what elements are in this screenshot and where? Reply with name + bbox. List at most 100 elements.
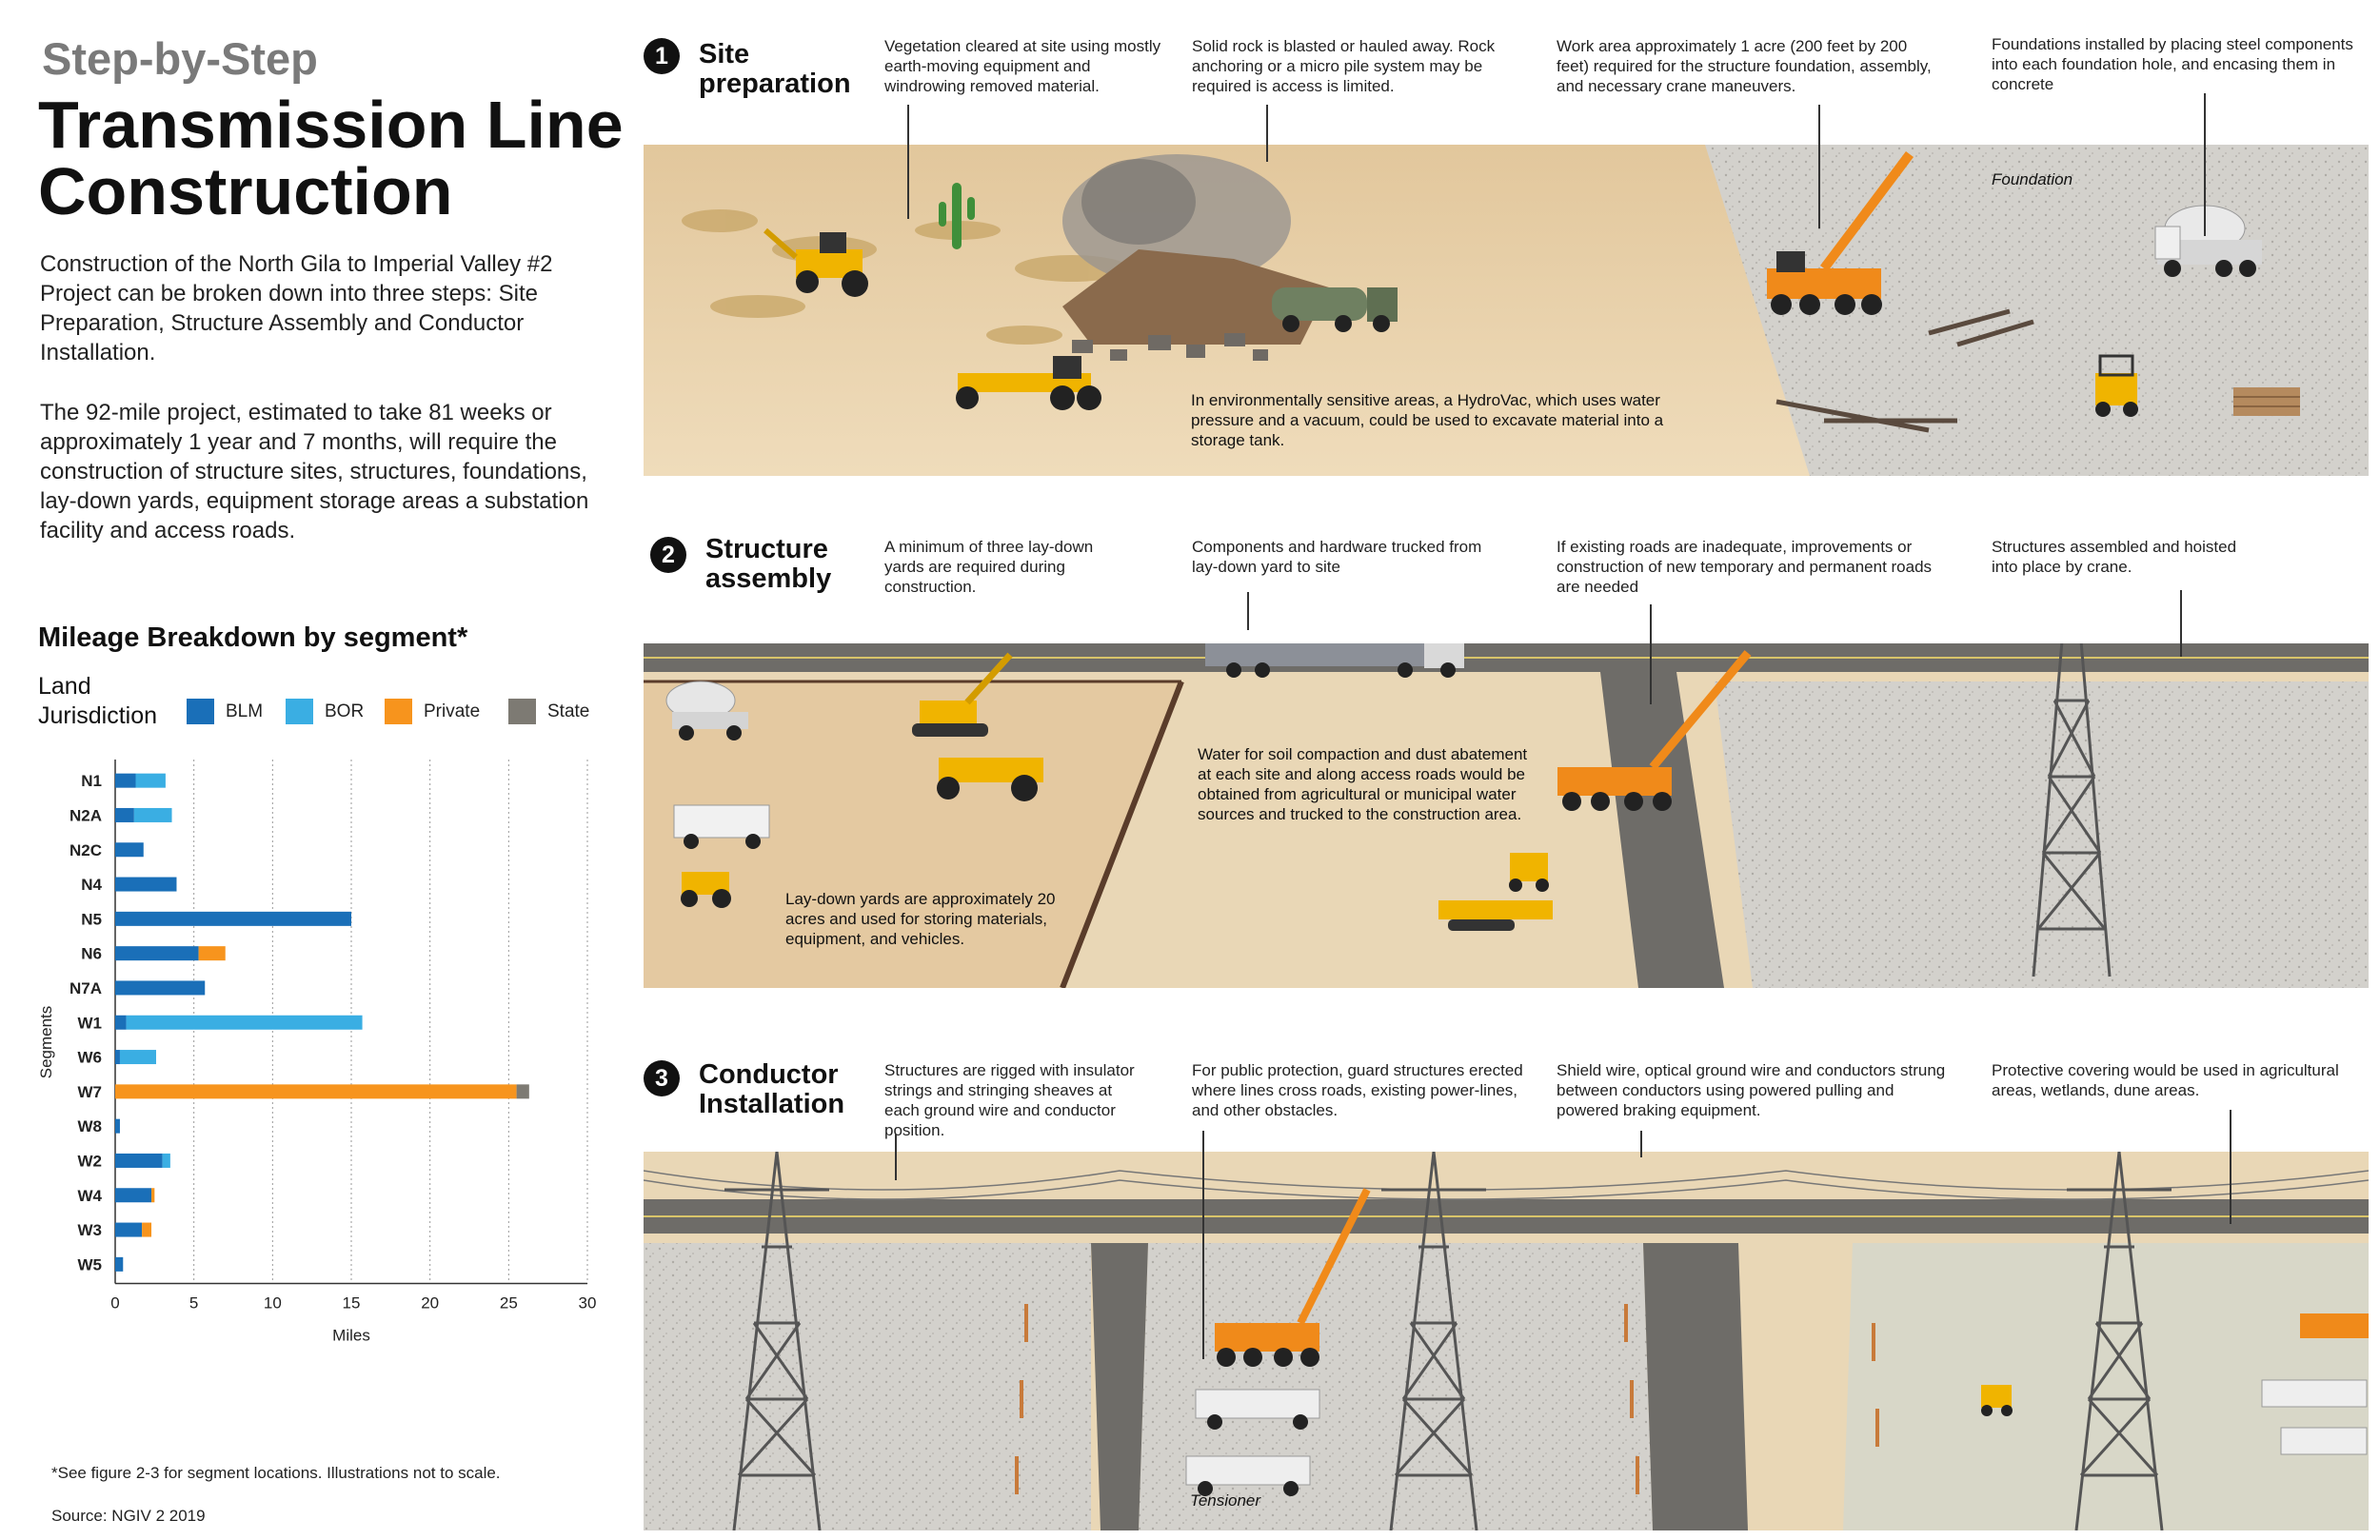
category-label: W3 [78, 1221, 103, 1239]
backhoe-icon [681, 872, 731, 908]
mobile-crane-icon [1557, 650, 1752, 811]
footnote: *See figure 2-3 for segment locations. I… [51, 1464, 501, 1482]
legend-item-private: Private [385, 699, 480, 724]
access-road [1091, 1243, 1148, 1530]
step-3-callout-2: For public protection, guard structures … [1192, 1061, 1523, 1119]
bar-private [142, 1222, 152, 1237]
intro-paragraph-2: The 92-mile project, estimated to take 8… [40, 400, 589, 543]
bar-blm [115, 1118, 120, 1134]
bar-blm [115, 773, 136, 788]
legend-swatch-blm [187, 699, 214, 724]
bar-private [151, 1188, 155, 1203]
motor-grader-icon [956, 356, 1101, 410]
x-tick-label: 10 [264, 1294, 282, 1313]
step-2-callout-1: A minimum of three lay-down yards are re… [884, 538, 1094, 596]
structure-assembly-scene [644, 643, 2369, 988]
hydrovac-truck-icon [1272, 287, 1398, 332]
bar-blm [115, 1015, 127, 1030]
bar-blm [115, 980, 206, 996]
leader-line [1247, 592, 1249, 630]
x-tick-label: 5 [189, 1294, 198, 1313]
cactus-icon [939, 183, 975, 249]
step-1-callout-1: Vegetation cleared at site using mostly … [884, 37, 1161, 95]
leader-line [895, 1135, 897, 1180]
guard-structure-posts [1015, 1304, 1879, 1494]
step-2-callout-2: Components and hardware trucked from lay… [1192, 538, 1482, 576]
category-label: W6 [78, 1049, 103, 1067]
x-tick-label: 30 [579, 1294, 597, 1313]
bar-blm [115, 1222, 143, 1237]
steel-beams-icon [1775, 308, 2034, 433]
category-label: N6 [81, 945, 102, 963]
lumber-stack-icon [2233, 387, 2300, 416]
leader-line [1640, 1131, 1642, 1157]
mobile-crane-icon [1215, 1188, 1371, 1367]
source-note: Source: NGIV 2 2019 [51, 1507, 206, 1525]
bar-blm [115, 946, 199, 961]
legend-label-blm: BLM [226, 701, 264, 721]
structure-assembly-illustration: Water for soil compaction and dust abate… [644, 643, 2369, 988]
x-tick-label: 25 [500, 1294, 518, 1313]
category-label: N5 [81, 910, 102, 928]
x-tick-label: 0 [110, 1294, 119, 1313]
step-1-callout-3: Work area approximately 1 acre (200 feet… [1557, 37, 1932, 95]
bar-blm [115, 1050, 120, 1065]
step-2-number: 2 [650, 537, 686, 573]
x-tick-label: 15 [343, 1294, 361, 1313]
legend-item-state: State [508, 699, 589, 724]
step-2-callout-3: If existing roads are inadequate, improv… [1557, 538, 1933, 596]
step-3-callout-1: Structures are rigged with insulator str… [884, 1061, 1135, 1139]
bar-blm [115, 842, 144, 858]
category-label: N2C [69, 841, 102, 859]
legend-label-private: Private [424, 701, 481, 721]
tensioner-truck-icon [1185, 1389, 1320, 1496]
legend-swatch-bor [286, 699, 313, 724]
bar-blm [115, 877, 177, 892]
bar-private [198, 946, 226, 961]
category-label: N7A [69, 979, 102, 997]
conductor-installation-illustration: Tensioner [644, 1152, 2369, 1530]
bar-bor [135, 773, 166, 788]
y-axis-label: Segments [37, 1006, 55, 1079]
tensioner-label: Tensioner [1190, 1491, 1261, 1510]
step-2-callout-4: Structures assembled and hoisted into pl… [1992, 538, 2237, 576]
legend-label-state: State [547, 701, 590, 721]
bar-private [115, 1084, 517, 1099]
leader-line [1202, 1131, 1204, 1359]
category-label: W4 [78, 1187, 103, 1205]
chart-title: Mileage Breakdown by segment* [38, 622, 468, 653]
excavator-icon [912, 652, 1013, 737]
step-3-number: 3 [644, 1060, 680, 1096]
forklift-icon [1981, 1385, 2013, 1416]
legend-swatch-private [385, 699, 412, 724]
step-1-title: Site preparation [699, 39, 851, 99]
leader-line [2204, 93, 2206, 236]
legend-label-bor: BOR [325, 701, 365, 721]
category-label: W7 [78, 1083, 103, 1101]
step-3-callout-4: Protective covering would be used in agr… [1992, 1061, 2339, 1099]
bar-blm [115, 1256, 124, 1272]
leader-line [2180, 590, 2182, 657]
foundation-label: Foundation [1992, 170, 2073, 188]
step-2-title: Structure assembly [705, 534, 832, 594]
bar-state [516, 1084, 529, 1099]
utility-truck-icon [673, 804, 770, 849]
bar-blm [115, 807, 134, 822]
gravel-work-area [1715, 681, 2369, 988]
category-label: W8 [78, 1117, 103, 1135]
legend-item-blm: BLM [187, 699, 263, 724]
kicker-title: Step-by-Step [42, 33, 318, 84]
access-road [1600, 672, 1724, 988]
bar-bor [119, 1050, 156, 1065]
grader-icon [937, 758, 1043, 801]
leader-line [1650, 604, 1652, 704]
bar-bor [126, 1015, 363, 1030]
gravel-work-area [644, 1243, 1091, 1530]
mobile-crane-icon [1767, 151, 1914, 315]
step-1-callout-4: Foundations installed by placing steel c… [1992, 35, 2353, 93]
site-preparation-scene [644, 145, 2369, 476]
transmission-tower-icon [2067, 1152, 2172, 1530]
